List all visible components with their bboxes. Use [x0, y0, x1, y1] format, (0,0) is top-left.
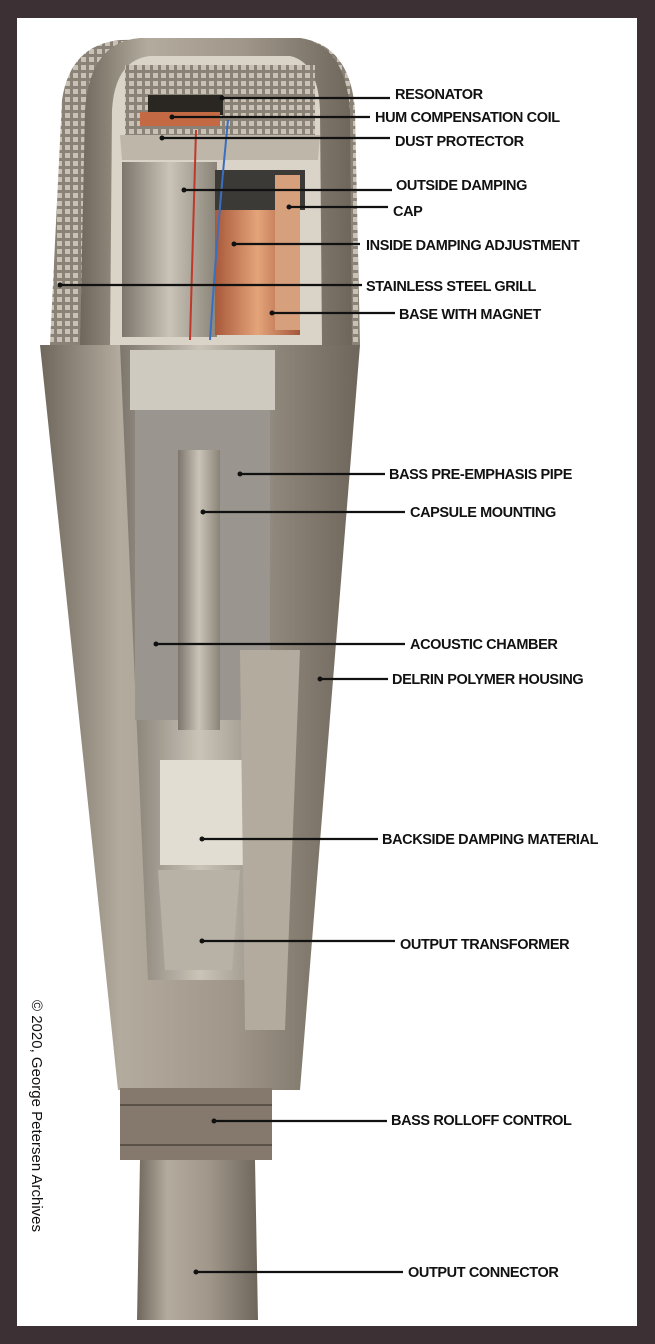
rolloff-ring: [120, 1088, 272, 1160]
backside-damping-part: [160, 760, 250, 865]
label-backside-damping-material: BACKSIDE DAMPING MATERIAL: [382, 832, 599, 848]
capsule-mounting-tube: [178, 450, 220, 730]
label-delrin-polymer-housing: DELRIN POLYMER HOUSING: [392, 672, 583, 688]
label-bass-rolloff-control: BASS ROLLOFF CONTROL: [391, 1113, 572, 1129]
label-stainless-steel-grill: STAINLESS STEEL GRILL: [366, 279, 536, 295]
wire-blue: [209, 119, 229, 341]
label-bass-pre-emphasis-pipe: BASS PRE-EMPHASIS PIPE: [389, 467, 573, 483]
microphone-illustration: [40, 38, 360, 1320]
callout-labels: RESONATOR HUM COMPENSATION COIL DUST PRO…: [366, 87, 599, 1281]
dust-protector-part: [120, 135, 320, 160]
label-hum-compensation-coil: HUM COMPENSATION COIL: [375, 110, 560, 126]
copyright-text: © 2020, George Petersen Archives: [28, 1000, 45, 1232]
label-acoustic-chamber: ACOUSTIC CHAMBER: [410, 637, 558, 653]
connector-body: [137, 1160, 258, 1320]
mount-block: [130, 350, 275, 410]
label-dust-protector: DUST PROTECTOR: [395, 134, 525, 150]
transformer-part: [158, 870, 240, 970]
label-output-connector: OUTPUT CONNECTOR: [408, 1265, 559, 1281]
ring-knurl: [120, 1104, 272, 1146]
resonator-part: [148, 95, 223, 115]
label-resonator: RESONATOR: [395, 87, 484, 103]
label-capsule-mounting: CAPSULE MOUNTING: [410, 505, 556, 521]
hum-coil-part: [140, 112, 220, 126]
label-output-transformer: OUTPUT TRANSFORMER: [400, 937, 570, 953]
wire-red: [189, 129, 197, 341]
capsule-shell: [122, 162, 217, 337]
label-cap: CAP: [393, 204, 423, 220]
label-base-with-magnet: BASE WITH MAGNET: [399, 307, 541, 323]
leader-lines: [57, 95, 405, 1275]
label-outside-damping: OUTSIDE DAMPING: [396, 178, 527, 194]
label-inside-damping-adjustment: INSIDE DAMPING ADJUSTMENT: [366, 238, 580, 254]
outside-damping-part: [275, 175, 300, 330]
